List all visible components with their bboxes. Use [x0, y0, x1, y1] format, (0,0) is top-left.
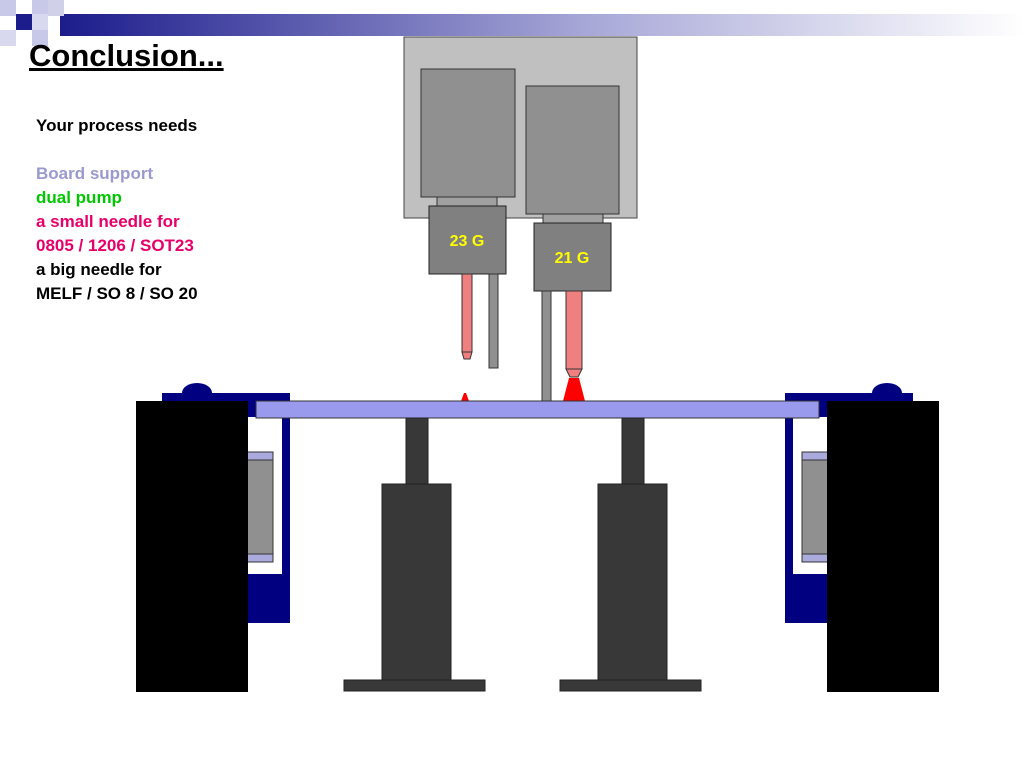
- banner-squares-decoration: [0, 0, 64, 46]
- process-needs-list: Your process needs Board support dual pu…: [36, 114, 198, 306]
- right-rail: [785, 383, 939, 692]
- need-small-needle: a small needle for: [36, 212, 180, 231]
- needle-23g-label: 23 G: [450, 233, 485, 250]
- left-rail: [136, 383, 290, 692]
- need-big-needle-components: MELF / SO 8 / SO 20: [36, 284, 198, 303]
- need-small-needle-components: 0805 / 1206 / SOT23: [36, 236, 194, 255]
- circuit-board: [255, 400, 820, 419]
- dispense-head: [403, 36, 638, 224]
- glue-dot-large: [563, 378, 585, 401]
- need-big-needle: a big needle for: [36, 260, 162, 279]
- board-support-left: [343, 417, 486, 692]
- need-board-support: Board support: [36, 164, 154, 183]
- process-needs-heading: Your process needs: [36, 116, 198, 135]
- needle-23g-assembly: 23 G: [428, 205, 507, 369]
- board-support-right: [559, 417, 702, 692]
- need-dual-pump: dual pump: [36, 188, 122, 207]
- title-banner: [0, 0, 1024, 46]
- needle-21g-assembly: 21 G: [533, 222, 612, 402]
- needle-21g-label: 21 G: [555, 250, 590, 267]
- glue-dot-small: [461, 393, 469, 401]
- slide-title: Conclusion...: [29, 38, 224, 73]
